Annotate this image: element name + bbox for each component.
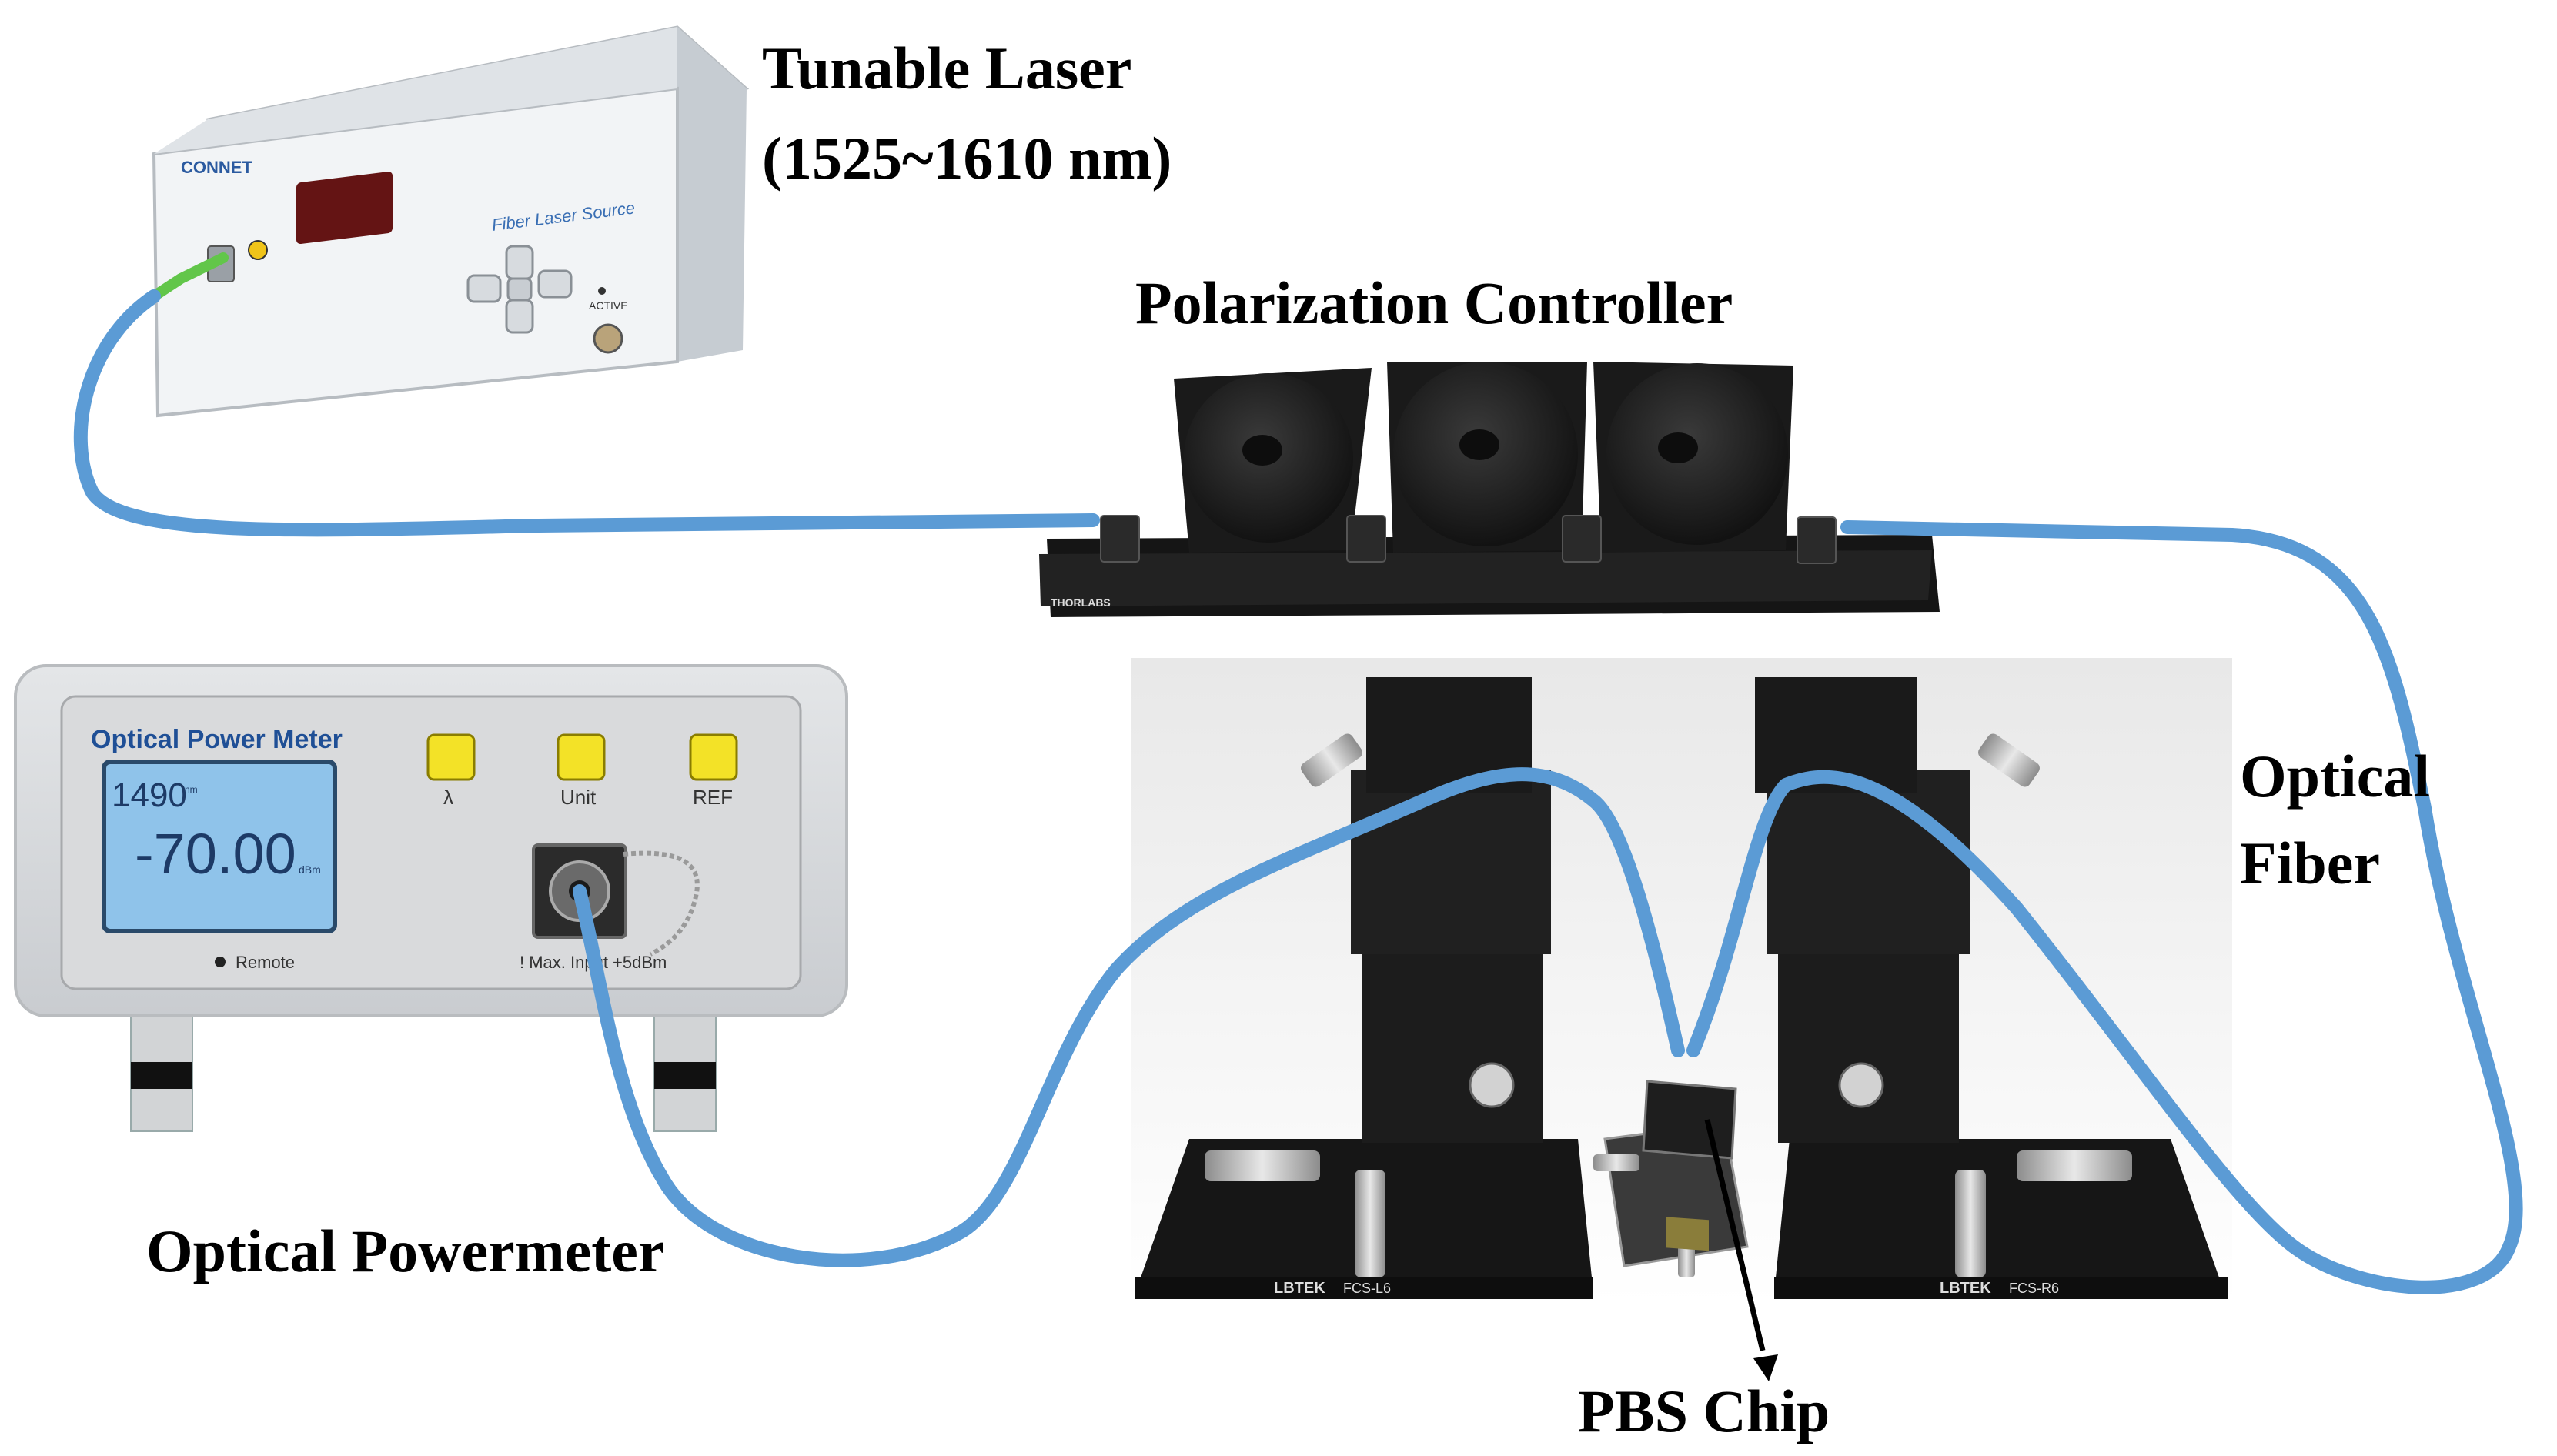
tunable-laser-device: CONNET Fiber Laser Source ACTIVE bbox=[152, 25, 750, 418]
laser-knob bbox=[593, 323, 623, 354]
meter-button-lambda[interactable] bbox=[426, 733, 476, 781]
laser-logo: CONNET bbox=[181, 158, 252, 177]
fiber-laser-to-controller bbox=[73, 289, 1100, 537]
pc-rail-front bbox=[1039, 550, 1932, 606]
meter-button-unit-label: Unit bbox=[560, 786, 597, 809]
meter-button-ref[interactable] bbox=[689, 733, 738, 781]
left-stage-tilt-block bbox=[1351, 770, 1551, 954]
left-stage-knob bbox=[1469, 1062, 1515, 1108]
meter-button-ref-label: REF bbox=[693, 786, 733, 809]
meter-wavelength-unit: nm bbox=[185, 784, 198, 795]
meter-button-lambda-label: λ bbox=[443, 786, 453, 809]
left-stage-micrometer-1 bbox=[1301, 733, 1362, 787]
label-tunable-laser: Tunable Laser bbox=[762, 35, 1131, 102]
meter-remote-label: Remote bbox=[236, 953, 295, 972]
laser-screen bbox=[296, 172, 393, 245]
right-stage-brand: LBTEK bbox=[1940, 1280, 1991, 1297]
left-alignment-stage: LBTEK FCS-L6 bbox=[1135, 677, 1593, 1299]
laser-warning-icon bbox=[248, 240, 268, 260]
laser-dot-indicator bbox=[598, 287, 606, 295]
meter-reading: -70.00 bbox=[135, 822, 296, 886]
meter-wavelength: 1490 bbox=[112, 776, 187, 814]
meter-title: Optical Power Meter bbox=[91, 725, 343, 754]
laser-side-surface bbox=[677, 27, 747, 362]
label-pbs-chip: PBS Chip bbox=[1578, 1378, 1830, 1444]
pbs-chip bbox=[1642, 1080, 1737, 1160]
label-polarization-controller: Polarization Controller bbox=[1135, 269, 1733, 336]
label-optical-fiber-line2: Fiber bbox=[2240, 830, 2380, 897]
pc-paddle-2 bbox=[1387, 362, 1587, 553]
right-stage-micrometer-1 bbox=[1978, 733, 2040, 787]
meter-reading-unit: dBm bbox=[299, 863, 321, 876]
chip-pointer-arrow bbox=[1704, 1119, 1778, 1381]
meter-button-unit[interactable] bbox=[557, 733, 606, 781]
laser-front-bevel bbox=[154, 27, 677, 154]
left-stage-micrometer-3 bbox=[1355, 1170, 1385, 1277]
fiber-laser-lead bbox=[149, 252, 229, 302]
pc-paddle-1 bbox=[1174, 368, 1372, 553]
optical-power-meter-device: Optical Power Meter 1490 nm -70.00 dBm λ… bbox=[14, 664, 848, 1132]
pc-paddle-3 bbox=[1593, 362, 1793, 553]
left-stage-micrometer-2 bbox=[1205, 1150, 1320, 1181]
right-alignment-stage: LBTEK FCS-R6 bbox=[1755, 677, 2228, 1299]
pc-brand: THORLABS bbox=[1051, 596, 1111, 609]
right-stage-model: FCS-R6 bbox=[2009, 1281, 2059, 1296]
laser-dpad bbox=[466, 245, 573, 334]
pc-paddle-3-disk bbox=[1606, 363, 1788, 545]
meter-lcd bbox=[102, 760, 337, 933]
right-stage-knob bbox=[1838, 1062, 1884, 1108]
left-stage-brand: LBTEK bbox=[1274, 1280, 1325, 1297]
right-stage-base bbox=[1774, 1139, 2224, 1293]
fiber-controller-to-right-stage bbox=[1686, 520, 2523, 1294]
left-stage-model: FCS-L6 bbox=[1343, 1281, 1391, 1296]
meter-remote-led bbox=[215, 957, 226, 967]
right-stage-tilt-block bbox=[1767, 770, 1970, 954]
fiber-left-stage-to-meter bbox=[573, 767, 1685, 1267]
label-optical-powermeter: Optical Powermeter bbox=[146, 1217, 665, 1284]
optical-fibers bbox=[73, 252, 2523, 1294]
label-optical-fiber-line1: Optical bbox=[2240, 743, 2430, 810]
pc-clamps bbox=[1100, 515, 1837, 564]
polarization-controller-device: THORLABS bbox=[1039, 362, 1940, 617]
label-laser-range: (1525~1610 nm) bbox=[762, 125, 1172, 192]
right-stage-micrometer-2 bbox=[2017, 1150, 2132, 1181]
laser-small-label: ACTIVE bbox=[589, 299, 628, 312]
right-stage-micrometer-3 bbox=[1955, 1170, 1986, 1277]
